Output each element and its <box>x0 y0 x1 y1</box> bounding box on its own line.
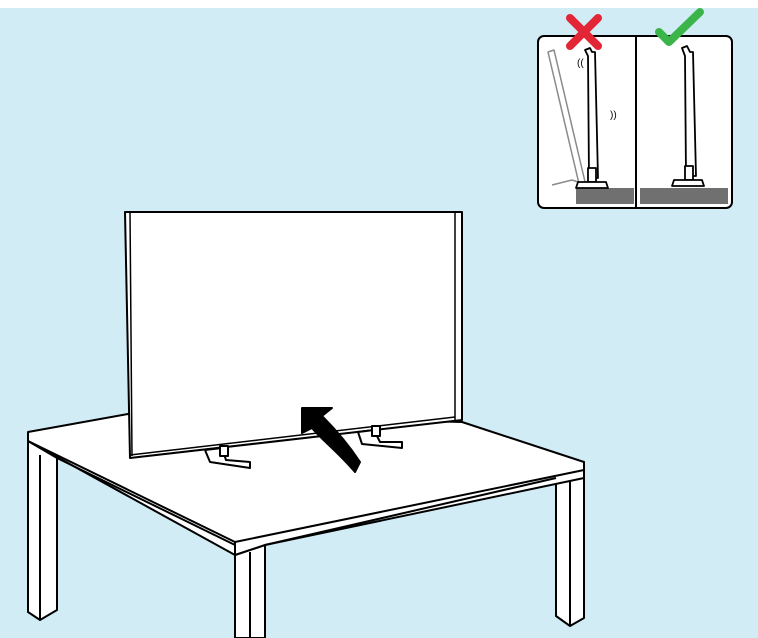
television <box>124 211 463 469</box>
correct-panel <box>640 8 728 204</box>
curved-arrow-icon <box>301 407 361 473</box>
tv-stand-right <box>357 425 403 449</box>
svg-text:)): )) <box>610 110 617 121</box>
wrong-panel: (( )) <box>547 14 634 204</box>
surface <box>640 188 728 204</box>
tv-screen <box>124 211 463 459</box>
table-leg-left <box>27 440 58 621</box>
x-mark-icon <box>566 14 602 50</box>
tv-stand-left <box>204 445 251 469</box>
check-mark-icon <box>655 8 704 46</box>
inset-panel: (( )) <box>537 8 733 209</box>
surface <box>576 188 634 204</box>
svg-text:((: (( <box>577 58 584 69</box>
